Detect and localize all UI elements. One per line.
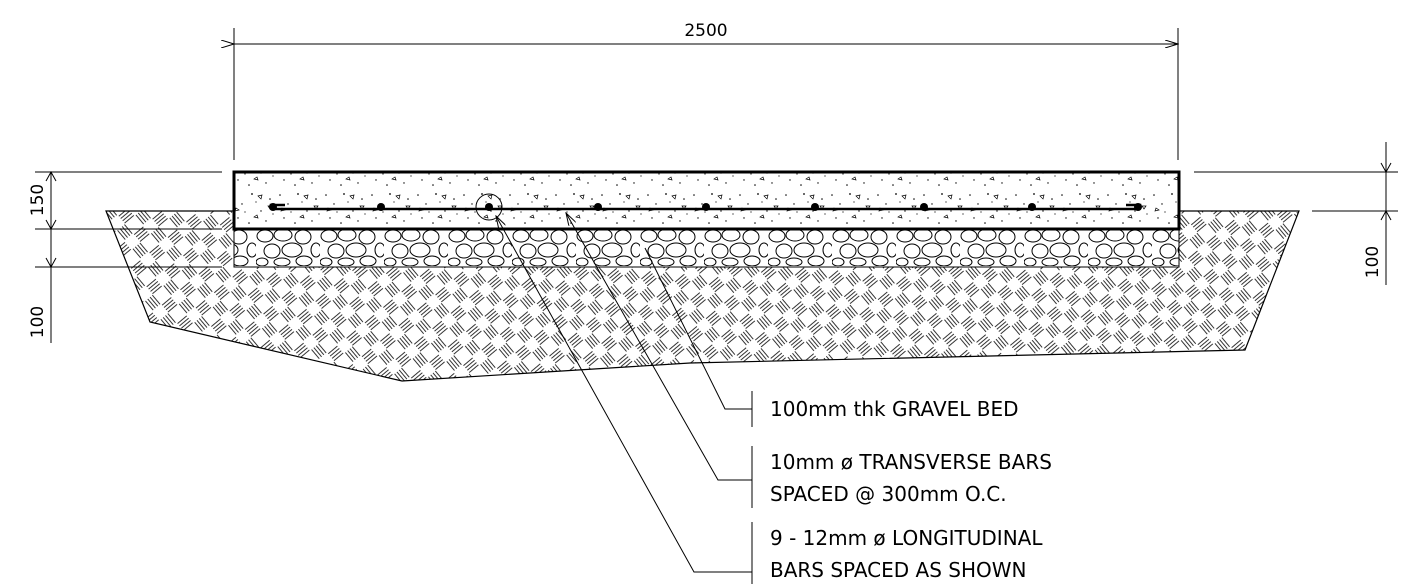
slab-thickness-label: 150	[28, 184, 48, 216]
transverse-bars-note-line1: 10mm ø TRANSVERSE BARS	[770, 450, 1052, 474]
rebar-callout-circle	[475, 193, 503, 221]
rebar-2	[377, 203, 385, 211]
leader-lines	[496, 213, 753, 584]
rebar-4	[594, 203, 602, 211]
right-dimension	[1194, 142, 1398, 285]
longitudinal-bars-note-line2: BARS SPACED AS SHOWN	[770, 558, 1026, 582]
gravel-bed	[233, 228, 1180, 268]
left-dimensions	[35, 170, 222, 343]
gravel-thickness-left-label: 100	[28, 306, 48, 338]
rebar-8	[1028, 203, 1036, 211]
rebar-7	[920, 203, 928, 211]
gravel-thickness-right-label: 100	[1363, 246, 1383, 278]
rebar-5	[702, 203, 710, 211]
overall-width-dimension	[234, 28, 1178, 160]
longitudinal-bars-note-line1: 9 - 12mm ø LONGITUDINAL	[770, 526, 1043, 550]
rebar-1	[269, 203, 277, 211]
transverse-bars-note-line2: SPACED @ 300mm O.C.	[770, 482, 1007, 506]
rebar-3	[485, 203, 493, 211]
overall-width-label: 2500	[684, 21, 727, 41]
longitudinal-bars	[269, 203, 1142, 211]
gravel-bed-note: 100mm thk GRAVEL BED	[770, 397, 1019, 421]
rebar-6	[811, 203, 819, 211]
concrete-slab	[232, 170, 1181, 231]
rebar-9	[1134, 203, 1142, 211]
